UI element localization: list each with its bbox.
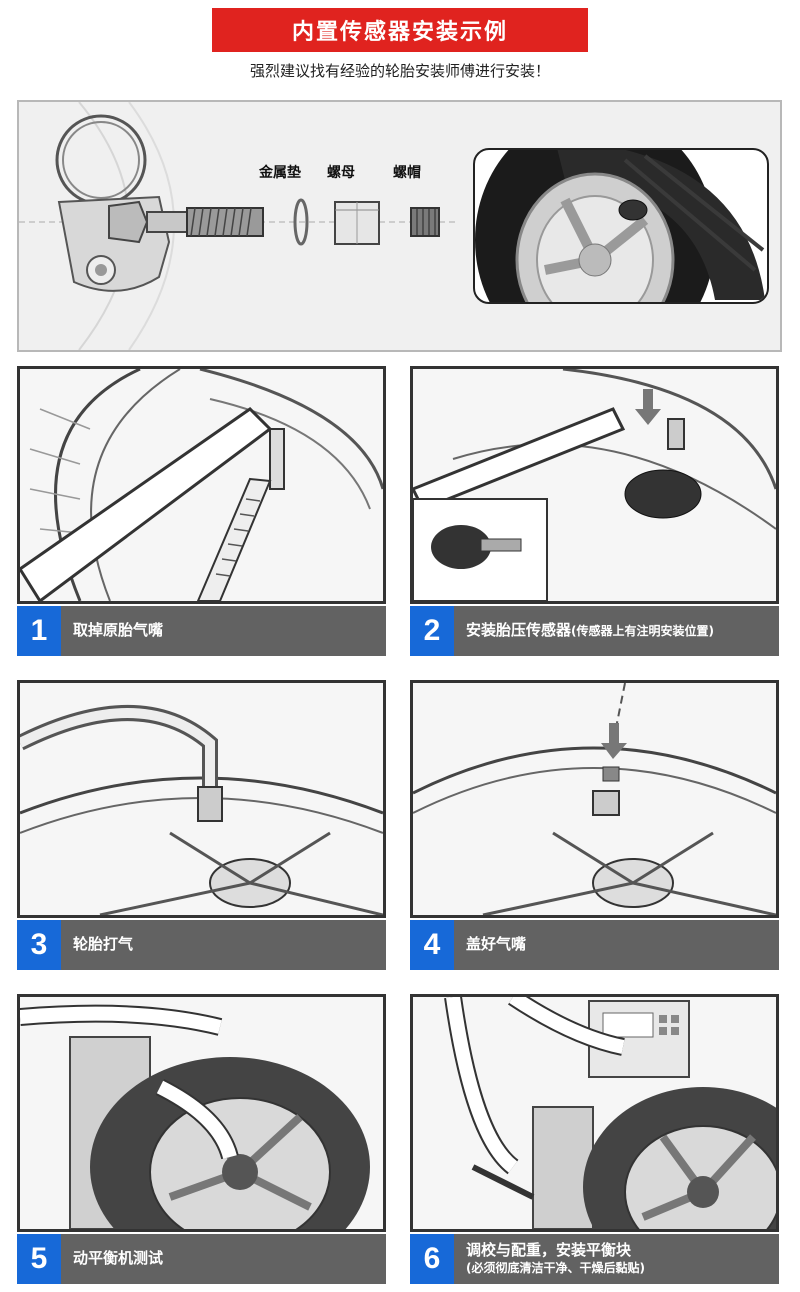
step-2-label-main: 安装胎压传感器 bbox=[466, 621, 572, 640]
step-6-caption: 6 调校与配重，安装平衡块 (必须彻底清洁干净、干燥后黏贴) bbox=[410, 1234, 779, 1284]
step-2-label: 安装胎压传感器(传感器上有注明安装位置) bbox=[454, 621, 714, 641]
step-4-illustration bbox=[410, 680, 779, 918]
step-1-number: 1 bbox=[17, 606, 61, 656]
step-5-caption: 5 动平衡机测试 bbox=[17, 1234, 386, 1284]
step-1-caption: 1 取掉原胎气嘴 bbox=[17, 606, 386, 656]
step-1-label: 取掉原胎气嘴 bbox=[73, 621, 164, 640]
page-subtitle: 强烈建议找有经验的轮胎安装师傅进行安装！ bbox=[249, 62, 550, 80]
part-label-washer: 金属垫 bbox=[259, 165, 301, 181]
step-3-number: 3 bbox=[17, 920, 61, 970]
step-5-illustration bbox=[17, 994, 386, 1232]
part-label-cap: 螺帽 bbox=[393, 165, 421, 181]
step-4-number: 4 bbox=[410, 920, 454, 970]
step-2-note: (传感器上有注明安装位置) bbox=[571, 624, 714, 639]
part-label-nut: 螺母 bbox=[327, 165, 355, 181]
step-6-label: 调校与配重，安装平衡块 (必须彻底清洁干净、干燥后黏贴) bbox=[454, 1241, 645, 1276]
step-6-number: 6 bbox=[410, 1234, 454, 1284]
step-3-illustration bbox=[17, 680, 386, 918]
step-3-label: 轮胎打气 bbox=[73, 935, 134, 954]
wheel-tire-photo bbox=[473, 148, 769, 304]
step-2-illustration bbox=[410, 366, 779, 604]
step-4-caption: 4 盖好气嘴 bbox=[410, 920, 779, 970]
step-6-note: (必须彻底清洁干净、干燥后黏贴) bbox=[466, 1260, 645, 1275]
step-2-caption: 2 安装胎压传感器(传感器上有注明安装位置) bbox=[410, 606, 779, 656]
sensor-exploded-illustration bbox=[19, 102, 459, 350]
step-5-label: 动平衡机测试 bbox=[73, 1249, 164, 1268]
step-6-label-main: 调校与配重，安装平衡块 bbox=[466, 1241, 632, 1260]
step-6-illustration bbox=[410, 994, 779, 1232]
step-3-caption: 3 轮胎打气 bbox=[17, 920, 386, 970]
step-4-label: 盖好气嘴 bbox=[466, 935, 527, 954]
step-1-illustration bbox=[17, 366, 386, 604]
page-title: 内置传感器安装示例 bbox=[212, 8, 588, 52]
sensor-parts-diagram: 金属垫 螺母 螺帽 bbox=[17, 100, 782, 352]
step-2-number: 2 bbox=[410, 606, 454, 656]
step-5-number: 5 bbox=[17, 1234, 61, 1284]
